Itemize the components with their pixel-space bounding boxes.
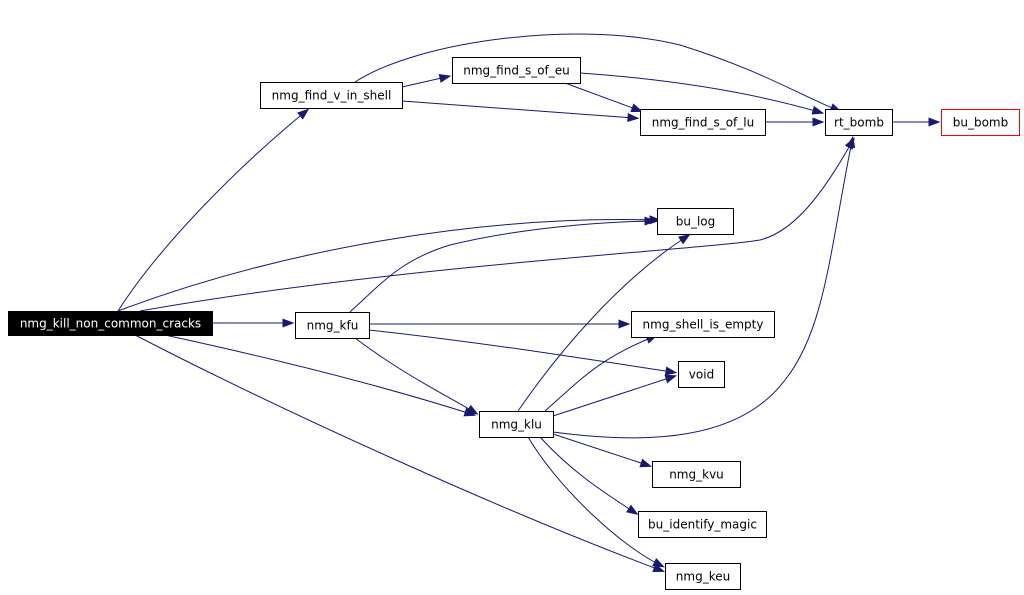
- node-label-keu: nmg_keu: [676, 570, 730, 584]
- node-box-rtb[interactable]: [825, 109, 893, 136]
- edge-root-to-bul: [117, 219, 657, 312]
- arrowhead-fslu-to-rtb: [812, 117, 825, 127]
- arrowhead-fvs-to-fslu: [627, 113, 640, 123]
- edge-klu-to-void: [552, 376, 673, 417]
- node-label-rtb: rt_bomb: [834, 116, 884, 130]
- arrowhead-kfu-to-bul: [644, 216, 657, 226]
- node-kfu[interactable]: nmg_kfu: [295, 312, 370, 339]
- node-rtb[interactable]: rt_bomb: [825, 109, 893, 136]
- node-void[interactable]: void: [678, 361, 725, 388]
- node-box-kfu[interactable]: [295, 312, 370, 339]
- node-fvs[interactable]: nmg_find_v_in_shell: [260, 82, 403, 109]
- node-label-bim: bu_identify_magic: [648, 518, 757, 532]
- edge-fseu-to-fslu: [564, 82, 639, 111]
- arrowhead-fseu-to-fslu: [630, 103, 644, 112]
- node-label-bul: bu_log: [676, 215, 716, 229]
- edge-kfu-to-bul: [349, 220, 652, 313]
- node-label-klu: nmg_klu: [491, 418, 542, 432]
- node-fslu[interactable]: nmg_find_s_of_lu: [640, 109, 766, 136]
- edge-klu-to-sie: [544, 336, 654, 412]
- node-box-fslu[interactable]: [640, 109, 766, 136]
- node-label-fslu: nmg_find_s_of_lu: [652, 116, 754, 130]
- arrowhead-klu-to-void: [664, 374, 678, 384]
- arrowhead-kfu-to-void: [664, 366, 678, 376]
- arrowhead-fvs-to-fseu: [438, 74, 452, 83]
- arrowhead-klu-to-keu: [652, 558, 665, 568]
- arrowhead-kfu-to-klu: [466, 404, 479, 415]
- node-bub[interactable]: bu_bomb: [941, 109, 1020, 136]
- node-box-root[interactable]: [8, 311, 213, 336]
- node-box-bim[interactable]: [638, 511, 767, 538]
- arrowhead-fseu-to-rtb: [811, 105, 825, 115]
- edge-root-to-klu: [164, 334, 472, 415]
- node-label-void: void: [689, 368, 714, 382]
- node-root[interactable]: nmg_kill_non_common_cracks: [8, 311, 213, 336]
- node-bim[interactable]: bu_identify_magic: [638, 511, 767, 538]
- node-box-klu[interactable]: [479, 411, 554, 438]
- node-kvu[interactable]: nmg_kvu: [652, 461, 741, 488]
- node-box-fvs[interactable]: [260, 82, 403, 109]
- node-keu[interactable]: nmg_keu: [665, 563, 741, 590]
- node-label-kvu: nmg_kvu: [669, 468, 724, 482]
- node-label-sie: nmg_shell_is_empty: [643, 318, 764, 332]
- edge-fseu-to-rtb: [579, 72, 820, 113]
- edge-root-to-rtb: [139, 141, 853, 312]
- node-box-void[interactable]: [678, 361, 725, 388]
- edge-kfu-to-void: [368, 329, 673, 373]
- edge-klu-to-bim: [539, 436, 635, 513]
- node-label-fseu: nmg_find_s_of_eu: [463, 64, 570, 78]
- node-label-kfu: nmg_kfu: [307, 319, 359, 333]
- node-sie[interactable]: nmg_shell_is_empty: [631, 311, 775, 338]
- arrowhead-root-to-kfu: [282, 318, 295, 328]
- node-box-bub[interactable]: [941, 109, 1020, 136]
- edge-kfu-to-klu: [354, 337, 475, 413]
- arrowhead-root-to-fvs: [297, 108, 310, 120]
- edge-root-to-keu: [134, 334, 661, 571]
- nodes-layer: nmg_kill_non_common_cracks nmg_find_v_in_…: [8, 57, 1020, 590]
- node-label-bub: bu_bomb: [953, 116, 1009, 130]
- node-box-sie[interactable]: [631, 311, 775, 338]
- edge-klu-to-rtb: [552, 140, 853, 439]
- node-box-bul[interactable]: [657, 208, 734, 235]
- arrowhead-rtb-to-bub: [928, 117, 941, 127]
- edge-klu-to-keu: [527, 436, 661, 566]
- edges-layer: [117, 33, 941, 572]
- edge-root-to-fvs: [117, 111, 306, 312]
- arrowhead-klu-to-rtb: [846, 135, 856, 149]
- edge-fvs-to-rtb: [354, 33, 838, 111]
- arrowhead-kfu-to-sie: [618, 319, 631, 329]
- node-box-keu[interactable]: [665, 563, 741, 590]
- edge-klu-to-kvu: [552, 433, 648, 466]
- node-klu[interactable]: nmg_klu: [479, 411, 554, 438]
- arrowhead-klu-to-bim: [626, 504, 639, 515]
- node-bul[interactable]: bu_log: [657, 208, 734, 235]
- arrowhead-klu-to-bul: [678, 234, 691, 245]
- arrowhead-klu-to-kvu: [639, 458, 653, 468]
- edge-fvs-to-fslu: [401, 100, 635, 119]
- node-box-kvu[interactable]: [652, 461, 741, 488]
- node-box-fseu[interactable]: [452, 57, 581, 84]
- node-fseu[interactable]: nmg_find_s_of_eu: [452, 57, 581, 84]
- edge-klu-to-bul: [517, 236, 687, 412]
- node-label-root: nmg_kill_non_common_cracks: [20, 317, 201, 331]
- node-label-fvs: nmg_find_v_in_shell: [272, 89, 392, 103]
- edge-fvs-to-fseu: [401, 76, 447, 88]
